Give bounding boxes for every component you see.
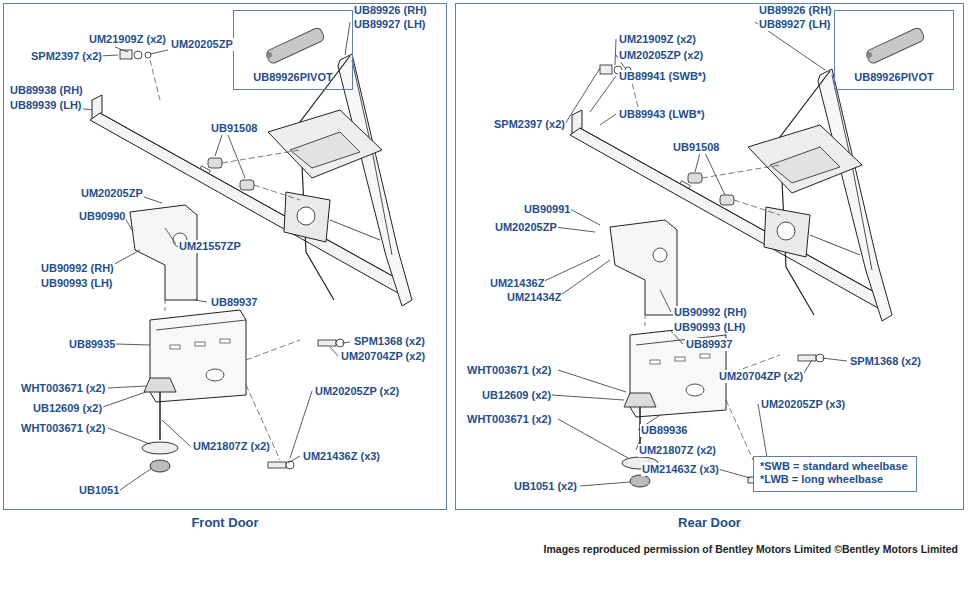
part-number: UM21807Z (x2) — [638, 444, 717, 457]
part-number: UB91508 — [672, 141, 720, 154]
part-number: UM20704ZP (x2) — [718, 370, 804, 383]
part-number: UB89927 (LH) — [758, 18, 832, 31]
part-number: SPM2397 (x2) — [30, 50, 103, 63]
part-number: WHT003671 (x2) — [20, 422, 106, 435]
part-number: UM20205ZP — [170, 38, 234, 51]
part-number: SPM1368 (x2) — [849, 355, 922, 368]
part-number: UB90991 — [523, 203, 571, 216]
part-number: SPM2397 (x2) — [493, 118, 566, 131]
part-number: UM21463Z (x3) — [641, 463, 720, 476]
door-panel: Rear DoorUB89926PIVOT*SWB = standard whe… — [455, 3, 964, 510]
part-number: UM21909Z (x2) — [618, 33, 697, 46]
part-number: UB89938 (RH) — [9, 84, 84, 97]
part-number: UB91508 — [210, 122, 258, 135]
part-number: WHT003671 (x2) — [466, 364, 552, 377]
pivot-inset: UB89926PIVOT — [834, 10, 954, 90]
part-number: UB89937 — [210, 296, 258, 309]
pivot-label: UB89926PIVOT — [234, 71, 352, 84]
part-number: UB90990 — [78, 210, 126, 223]
part-number: UB1051 (x2) — [513, 480, 578, 493]
note-line: *LWB = long wheelbase — [760, 473, 910, 486]
part-number: UB89943 (LWB*) — [618, 108, 706, 121]
part-number: UB89927 (LH) — [353, 18, 427, 31]
part-number: UB89936 — [640, 424, 688, 437]
note-box: *SWB = standard wheelbase*LWB = long whe… — [753, 456, 917, 492]
part-number: UM21909Z (x2) — [88, 33, 167, 46]
door-heading: Front Door — [4, 515, 446, 530]
part-number: SPM1368 (x2) — [353, 335, 426, 348]
part-number: UB12609 (x2) — [32, 402, 103, 415]
pivot-inset: UB89926PIVOT — [233, 10, 353, 90]
part-number: UB89926 (RH) — [758, 4, 833, 17]
part-number: UB90992 (RH) — [40, 262, 115, 275]
door-heading: Rear Door — [456, 515, 963, 530]
part-number: UB90993 (LH) — [40, 277, 114, 290]
part-number: UB89926 (RH) — [353, 4, 428, 17]
part-number: UB12609 (x2) — [481, 389, 552, 402]
part-number: UM20205ZP (x3) — [760, 398, 846, 411]
part-number: UM21436Z — [489, 277, 545, 290]
part-number: UB89939 (LH) — [9, 99, 83, 112]
pivot-label: UB89926PIVOT — [835, 71, 953, 84]
part-number: UM20704ZP (x2) — [340, 350, 426, 363]
part-number: UB1051 — [78, 484, 120, 497]
part-number: UM20205ZP (x2) — [314, 385, 400, 398]
part-number: UM20205ZP — [494, 221, 558, 234]
part-number: UM21557ZP — [178, 240, 242, 253]
part-number: UB89941 (SWB*) — [618, 70, 707, 83]
part-number: UB89937 — [685, 338, 733, 351]
copyright-caption: Images reproduced permission of Bentley … — [544, 543, 958, 556]
part-number: UM21434Z — [506, 291, 562, 304]
part-number: UM20205ZP (x2) — [618, 49, 704, 62]
note-line: *SWB = standard wheelbase — [760, 460, 910, 473]
part-number: UB89935 — [68, 338, 116, 351]
part-number: WHT003671 (x2) — [466, 413, 552, 426]
part-number: UM20205ZP — [80, 187, 144, 200]
part-number: UB90993 (LH) — [673, 321, 747, 334]
part-number: UM21436Z (x3) — [302, 450, 381, 463]
part-number: UM21807Z (x2) — [192, 440, 271, 453]
part-number: WHT003671 (x2) — [20, 382, 106, 395]
part-number: UB90992 (RH) — [673, 306, 748, 319]
